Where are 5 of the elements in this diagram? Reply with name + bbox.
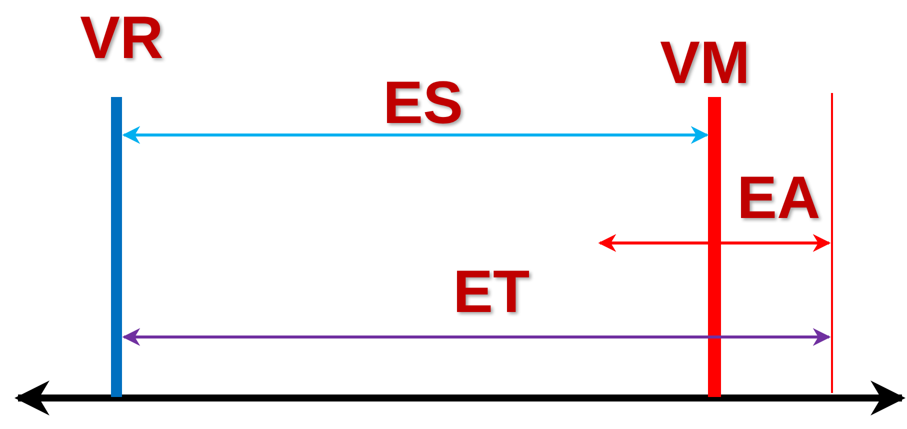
value-label: VM [660,33,750,93]
error-label: ET [453,262,530,322]
error-label: EA [737,168,820,228]
error-label: ES [383,73,464,133]
value-label: VR [80,8,164,68]
